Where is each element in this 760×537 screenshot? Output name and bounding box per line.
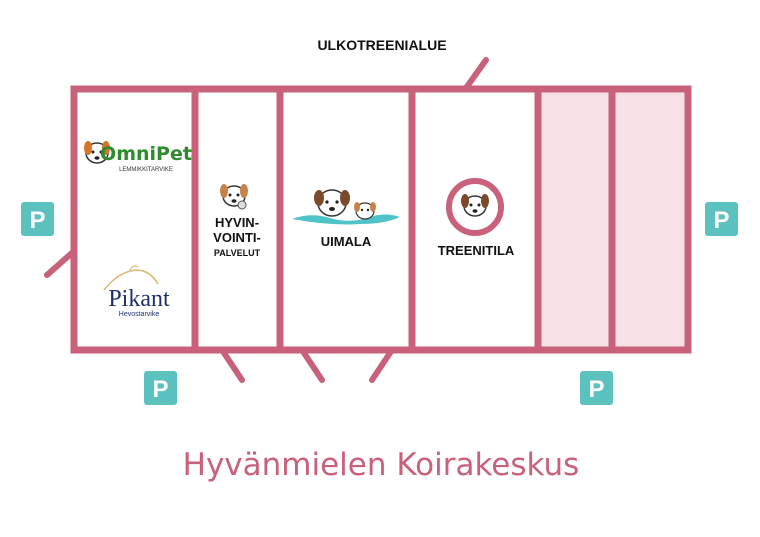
wellness-label-line3: PALVELUT [214,248,261,258]
swimming-label: UIMALA [321,234,372,249]
training-label: TREENITILA [438,243,515,258]
page-title: Hyvänmielen Koirakeskus [183,447,580,483]
parking-sign-bottom-left: P [144,371,177,405]
parking-label: P [152,376,168,403]
outdoor-area-label: ULKOTREENIALUE [317,37,446,53]
parking-label: P [588,376,604,403]
water-splash-icon [292,214,400,225]
swimming-dogs-icon [292,189,400,225]
vacant-unit-2 [613,92,686,349]
vacant-unit-1 [540,92,613,349]
parking-label: P [713,207,729,234]
parking-sign-right: P [705,202,738,236]
dog-icon [84,141,110,164]
wellness-label-line2: VOINTI- [213,230,261,245]
parking-label: P [29,207,45,234]
parking-sign-left: P [21,202,54,236]
entrance-lines [44,57,489,383]
omnipet-subtitle: LEMMIKKITARVIKE [119,167,173,173]
wellness-dog-icon [220,184,248,210]
omnipet-logo: OmniPet LEMMIKKITARVIKE [84,141,192,173]
training-badge-icon [446,178,504,236]
pikant-logo: Pikant Hevostarvike [103,265,170,318]
parking-sign-bottom-right: P [580,371,613,405]
wellness-label-line1: HYVIN- [215,215,259,230]
building-walls [70,85,692,354]
pikant-name: Pikant [108,286,170,312]
omnipet-name: OmniPet [100,143,192,165]
horse-outline-icon [103,269,159,291]
pikant-subtitle: Hevostarvike [119,311,160,318]
